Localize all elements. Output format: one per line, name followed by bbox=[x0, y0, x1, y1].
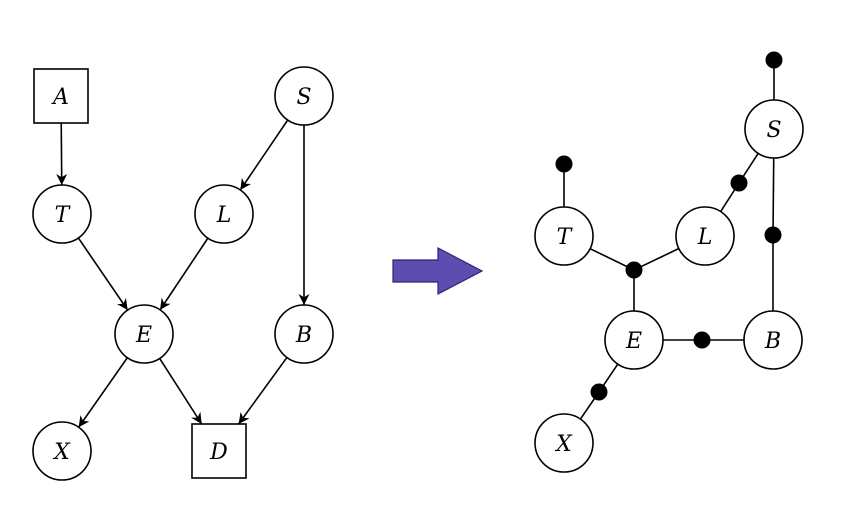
factor-fex bbox=[590, 383, 608, 401]
node-label: D bbox=[209, 440, 228, 465]
node-label: T bbox=[55, 203, 72, 228]
node-t: T bbox=[32, 184, 92, 244]
variable-node-t: T bbox=[534, 206, 594, 266]
node-b: B bbox=[274, 304, 334, 364]
factor-ftle bbox=[625, 261, 643, 279]
node-label: S bbox=[296, 85, 311, 110]
factor-fs bbox=[765, 51, 783, 69]
variable-node-x: X bbox=[534, 413, 594, 473]
node-label: E bbox=[625, 329, 642, 354]
bayesian-network-edges bbox=[56, 119, 310, 428]
factor-graph: S T L E B X bbox=[534, 51, 804, 473]
node-label: B bbox=[764, 329, 781, 354]
edge-a-t bbox=[56, 122, 68, 186]
factor-graph-nodes: S T L E B X bbox=[534, 99, 804, 473]
factor-fsb bbox=[764, 226, 782, 244]
node-label: L bbox=[697, 225, 713, 250]
node-e: E bbox=[114, 304, 174, 364]
variable-node-e: E bbox=[604, 310, 664, 370]
right-arrow-icon bbox=[392, 247, 484, 295]
node-d: D bbox=[191, 423, 247, 479]
factor-ft bbox=[555, 155, 573, 173]
node-a: A bbox=[33, 68, 89, 124]
factor-graph-factors bbox=[555, 51, 783, 401]
factor-graph-edges bbox=[563, 60, 775, 420]
edge-e-x bbox=[77, 357, 129, 428]
node-l: L bbox=[194, 184, 254, 244]
node-label: E bbox=[135, 323, 152, 348]
factor-fsl bbox=[730, 174, 748, 192]
node-label: A bbox=[51, 85, 69, 110]
bayesian-network: A S T L E B X D bbox=[32, 66, 334, 481]
edge-s-l bbox=[239, 119, 289, 191]
factor-feb bbox=[693, 331, 711, 349]
node-s: S bbox=[274, 66, 334, 126]
variable-node-b: B bbox=[743, 310, 803, 370]
edge-b-d bbox=[237, 356, 288, 425]
edge-t-e bbox=[77, 237, 129, 311]
edge-e-d bbox=[158, 357, 203, 425]
node-label: B bbox=[295, 323, 312, 348]
variable-node-s: S bbox=[744, 99, 804, 159]
factor-edge-fsb-s bbox=[772, 157, 775, 236]
edge-l-e bbox=[159, 237, 209, 311]
variable-node-l: L bbox=[675, 206, 735, 266]
node-x: X bbox=[32, 421, 92, 481]
node-label: S bbox=[766, 118, 781, 143]
bayesian-network-nodes: A S T L E B X D bbox=[32, 66, 334, 481]
node-label: X bbox=[554, 432, 573, 457]
node-label: T bbox=[557, 225, 574, 250]
node-label: X bbox=[52, 440, 71, 465]
node-label: L bbox=[216, 203, 232, 228]
